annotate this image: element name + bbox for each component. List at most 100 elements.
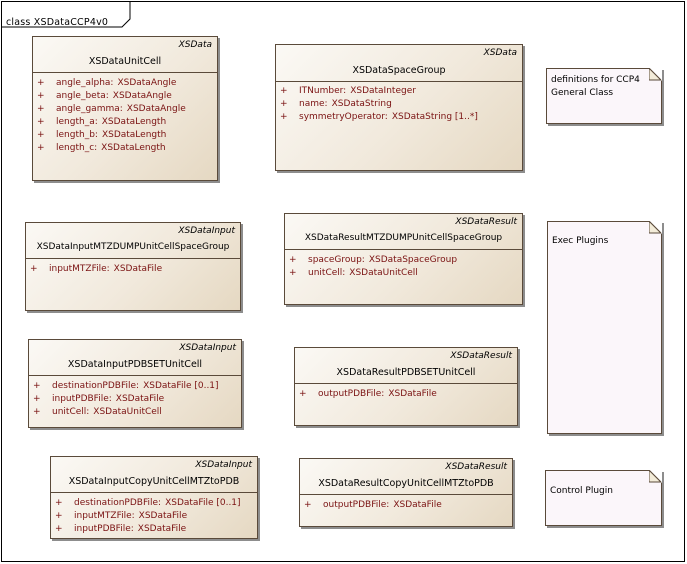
visibility-marker: + — [33, 407, 41, 417]
visibility-marker: + — [55, 498, 63, 508]
attribute-type: XSDataAngle — [117, 78, 177, 88]
stereotype-label: XSDataResult — [450, 351, 512, 361]
visibility-marker: + — [304, 500, 312, 510]
attribute-name: length_a: — [56, 117, 98, 127]
attribute-name: inputPDBFile: — [52, 394, 112, 404]
class-xsdataspacegroup[interactable]: XSData XSDataSpaceGroup +ITNumber:XSData… — [275, 44, 523, 171]
attribute-type: XSDataFile [0..1] — [143, 381, 219, 391]
class-xsdataresultcopyunitcellmtztopdb[interactable]: XSDataResult XSDataResultCopyUnitCellMTZ… — [299, 458, 513, 527]
class-xsdatainputmtzdumpunitcellspacegroup[interactable]: XSDataInput XSDataInputMTZDUMPUnitCellSp… — [25, 222, 241, 311]
attribute-list: +destinationPDBFile:XSDataFile [0..1] +i… — [54, 497, 255, 536]
visibility-marker: + — [37, 143, 45, 153]
attribute-type: XSDataUnitCell — [93, 407, 162, 417]
attribute-name: length_b: — [56, 130, 98, 140]
note-line: General Class — [551, 88, 614, 98]
attribute-name: angle_gamma: — [56, 104, 123, 114]
compartment-divider — [33, 72, 217, 73]
class-name: XSDataInputCopyUnitCellMTZtoPDB — [68, 476, 240, 487]
attribute-name: ITNumber: — [299, 86, 347, 96]
note-text: Control Plugin — [550, 485, 660, 498]
class-name: XSDataUnitCell — [88, 56, 162, 67]
attribute-list: +inputMTZFile:XSDataFile — [29, 263, 238, 276]
stereotype-label: XSData — [178, 40, 212, 50]
attribute-type: XSDataFile — [137, 524, 187, 534]
attribute-type: XSDataLength — [101, 117, 167, 127]
attribute-row: +inputPDBFile:XSDataFile — [32, 393, 239, 406]
attribute-row: +outputPDBFile:XSDataFile — [303, 499, 510, 512]
attribute-row: + angle_beta:XSDataAngle — [36, 90, 215, 103]
visibility-marker: + — [280, 86, 288, 96]
attribute-list: +angle_alpha:XSDataAngle +angle_beta:XSD… — [36, 77, 215, 155]
visibility-marker: + — [37, 117, 45, 127]
visibility-marker: + — [37, 130, 45, 140]
attribute-row: +spaceGroup:XSDataSpaceGroup — [288, 254, 520, 267]
visibility-marker: + — [289, 268, 297, 278]
attribute-type: XSDataFile — [393, 500, 442, 510]
attribute-row: + length_a:XSDataLength — [36, 116, 215, 129]
class-xsdataunitcell[interactable]: XSData XSDataUnitCell +angle_alpha:XSDat… — [32, 36, 218, 181]
attribute-row: +destinationPDBFile:XSDataFile [0..1] — [54, 497, 255, 510]
attribute-row: + angle_alpha:XSDataAngle — [36, 77, 215, 90]
attribute-type: XSDataString [1..*] — [391, 112, 478, 122]
attribute-row: + length_b:XSDataLength — [36, 129, 215, 142]
attribute-row: +destinationPDBFile:XSDataFile [0..1] — [32, 380, 239, 393]
attribute-row: +unitCell:XSDataUnitCell — [288, 267, 520, 280]
visibility-marker: + — [280, 112, 288, 122]
attribute-type: XSDataLength — [101, 130, 167, 140]
visibility-marker: + — [37, 91, 45, 101]
visibility-marker: + — [30, 264, 38, 274]
attribute-row: + symmetryOperator:XSDataString [1..*] — [279, 111, 520, 124]
stereotype-label: XSDataInput — [179, 343, 236, 353]
attribute-type: XSDataString — [331, 99, 392, 109]
stereotype-label: XSDataInput — [178, 226, 235, 236]
attribute-list: +outputPDBFile:XSDataFile — [303, 499, 510, 512]
attribute-name: angle_beta: — [56, 91, 109, 101]
attribute-name: destinationPDBFile: — [74, 498, 162, 508]
attribute-list: +destinationPDBFile:XSDataFile [0..1] +i… — [32, 380, 239, 419]
attribute-row: +outputPDBFile:XSDataFile — [298, 388, 515, 401]
class-xsdatainputcopyunitcellmtztopdb[interactable]: XSDataInput XSDataInputCopyUnitCellMTZto… — [50, 456, 258, 539]
attribute-type: XSDataFile — [388, 389, 437, 399]
attribute-list: +spaceGroup:XSDataSpaceGroup +unitCell:X… — [288, 254, 520, 280]
class-name: XSDataResultMTZDUMPUnitCellSpaceGroup — [304, 233, 503, 243]
compartment-divider — [295, 383, 517, 384]
attribute-name: angle_alpha: — [56, 78, 114, 88]
class-name: XSDataInputPDBSETUnitCell — [67, 359, 203, 370]
attribute-type: XSDataAngle — [112, 91, 172, 101]
visibility-marker: + — [55, 524, 63, 534]
attribute-type: XSDataAngle — [126, 104, 186, 114]
attribute-row: +angle_gamma:XSDataAngle — [36, 103, 215, 116]
note-definitions[interactable]: definitions for CCP4 General Class — [546, 68, 662, 124]
visibility-marker: + — [37, 78, 45, 88]
note-fold-corner — [649, 221, 662, 234]
attribute-row: +length_c:XSDataLength — [36, 142, 215, 155]
attribute-list: +outputPDBFile:XSDataFile — [298, 388, 515, 401]
attribute-name: spaceGroup: — [308, 255, 365, 265]
stereotype-label: XSDataResult — [455, 217, 517, 227]
note-line: Exec Plugins — [552, 236, 609, 246]
note-control-plugin[interactable]: Control Plugin — [545, 470, 662, 526]
attribute-name: symmetryOperator: — [299, 112, 388, 122]
attribute-name: name: — [299, 99, 328, 109]
note-exec-plugins[interactable]: Exec Plugins — [547, 221, 662, 434]
compartment-divider — [51, 492, 257, 493]
compartment-divider — [300, 494, 512, 495]
compartment-divider — [26, 258, 240, 259]
attribute-row: +ITNumber:XSDataInteger — [279, 85, 520, 98]
attribute-type: XSDataUnitCell — [349, 268, 418, 278]
attribute-name: inputPDBFile: — [74, 524, 134, 534]
attribute-list: +ITNumber:XSDataInteger +name:XSDataStri… — [279, 85, 520, 124]
stereotype-label: XSDataResult — [445, 462, 507, 472]
attribute-name: inputMTZFile: — [74, 511, 135, 521]
attribute-row: + inputPDBFile:XSDataFile — [54, 523, 255, 536]
class-xsdatainputpdbsetunitcell[interactable]: XSDataInput XSDataInputPDBSETUnitCell +d… — [28, 339, 242, 428]
frame-label-tab — [2, 2, 131, 28]
attribute-name: destinationPDBFile: — [52, 381, 140, 391]
compartment-divider — [285, 249, 522, 250]
class-xsdataresultpdbsetunitcell[interactable]: XSDataResult XSDataResultPDBSETUnitCell … — [294, 347, 518, 426]
class-xsdataresultmtzdumpunitcellspacegroup[interactable]: XSDataResult XSDataResultMTZDUMPUnitCell… — [284, 213, 523, 305]
note-fold-corner — [649, 68, 662, 81]
attribute-name: outputPDBFile: — [318, 389, 385, 399]
stereotype-label: XSDataInput — [195, 460, 252, 470]
